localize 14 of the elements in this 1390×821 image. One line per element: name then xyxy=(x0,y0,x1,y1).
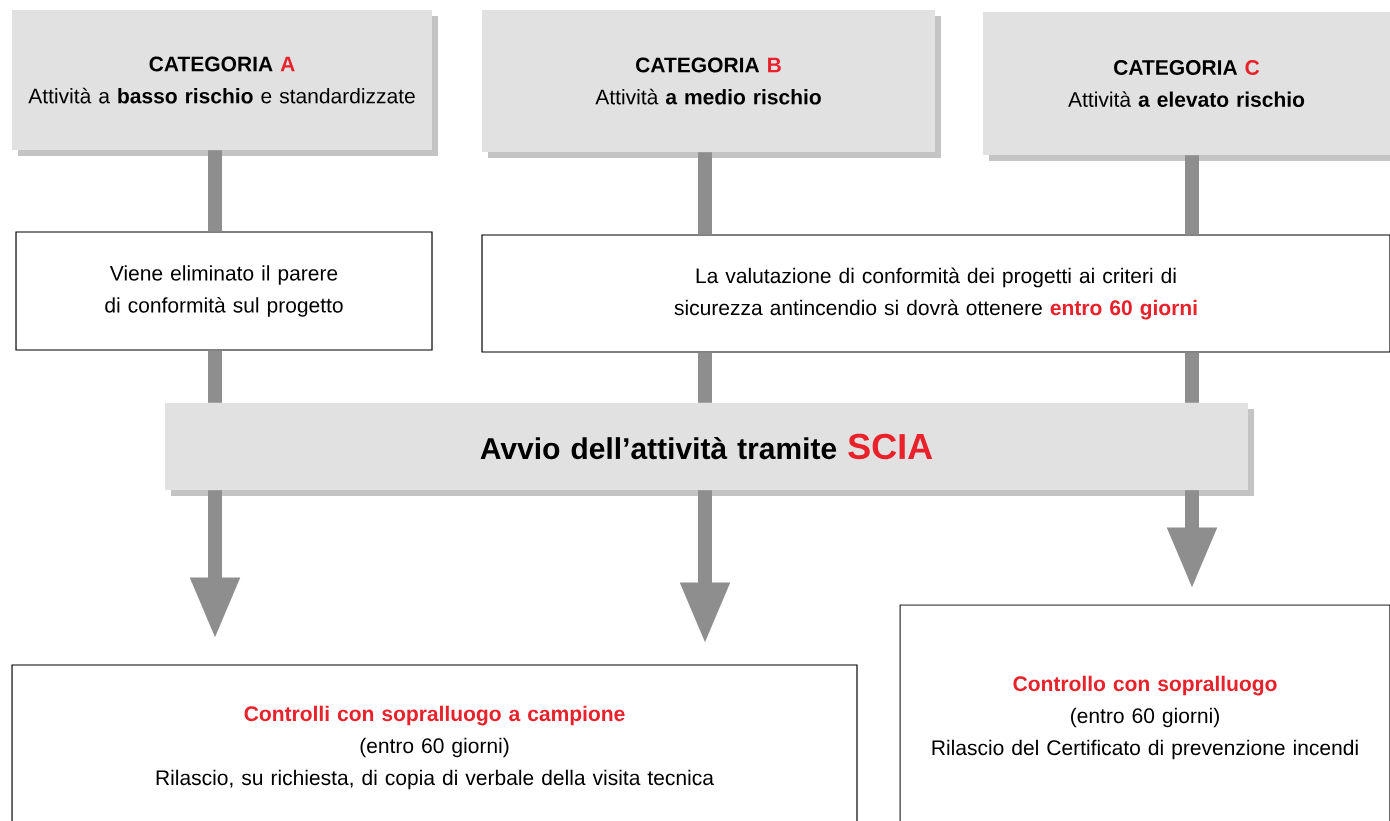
connector-line xyxy=(208,350,222,403)
text-box: Controllo con sopralluogo (entro 60 giorni) Rilascio del Certificato di prevenzione incendi xyxy=(899,604,1390,821)
category-box: CATEGORIA A Attività a basso rischio e standardizzate xyxy=(12,10,438,156)
connector-line xyxy=(1185,352,1199,403)
connector-line xyxy=(208,150,222,232)
text-box: Controlli con sopralluogo a campione (entro 60 giorni) Rilascio, su richiesta, di copia di verbale della visita tecnica xyxy=(11,664,858,821)
category-box: CATEGORIA C Attività a elevato rischio xyxy=(983,12,1390,161)
category-box: CATEGORIA B Attività a medio rischio xyxy=(482,10,941,158)
category-box: Avvio dell’attività tramite SCIA xyxy=(165,403,1254,496)
connector-line xyxy=(698,152,712,235)
text-box: Viene eliminato il parere di conformità sul progetto xyxy=(15,231,433,351)
text-box: La valutazione di conformità dei progetti ai criteri di sicurezza antincendio si dovrà ottenere entro 60 giorni xyxy=(481,234,1390,353)
connector-line xyxy=(698,352,712,403)
connector-line xyxy=(1185,155,1199,235)
